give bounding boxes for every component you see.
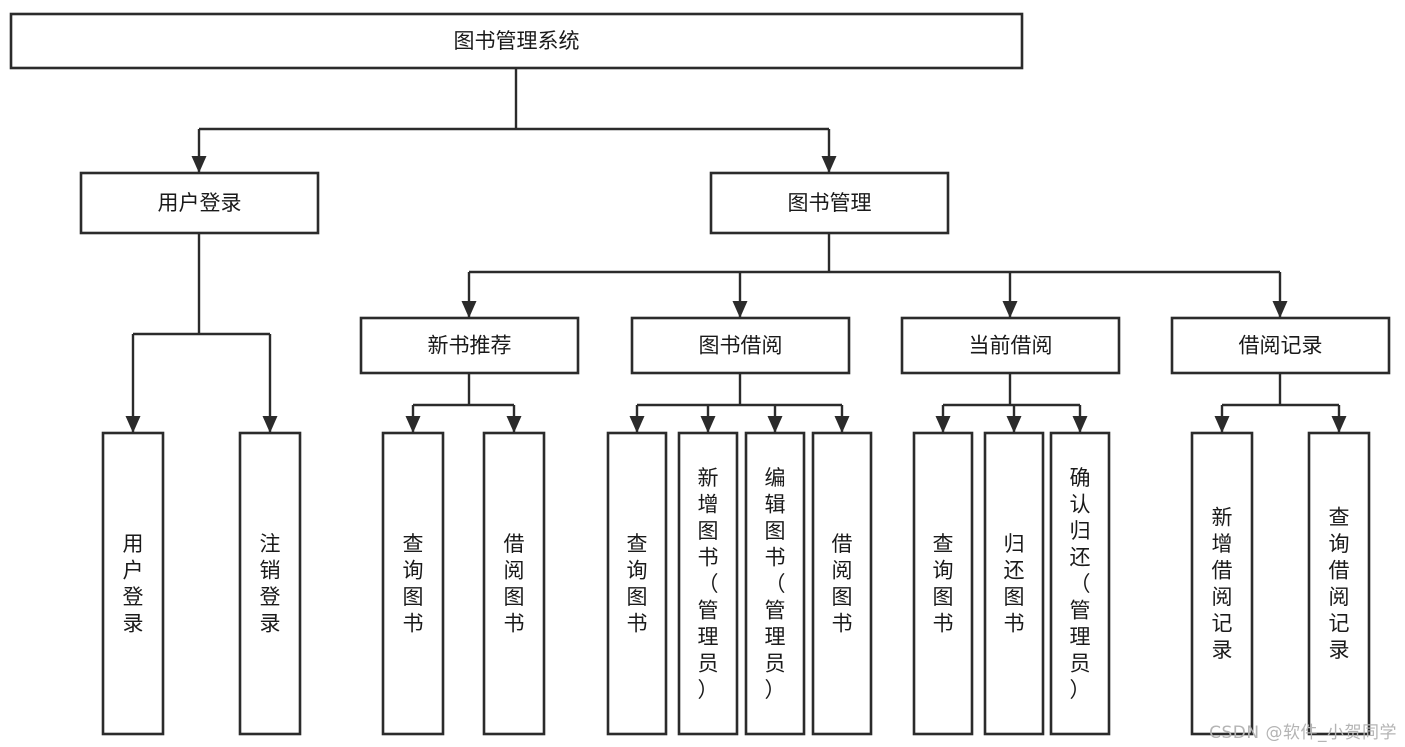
level3-label: 图书借阅 — [699, 334, 783, 358]
leaf-node[interactable]: 归还图书 — [983, 431, 1045, 736]
leaf-box[interactable] — [811, 431, 873, 736]
level2-node[interactable]: 图书管理 — [709, 171, 950, 235]
arrow-head-icon — [834, 416, 850, 433]
leaf-box[interactable] — [912, 431, 974, 736]
leaf-node[interactable]: 确认归还（管理员） — [1049, 431, 1111, 736]
leaf-label: 新增图书（管理员） — [698, 466, 719, 702]
watermark-text: CSDN @软件_小贺同学 — [1209, 723, 1397, 743]
arrow-head-icon — [405, 416, 421, 433]
level3-label: 新书推荐 — [428, 334, 512, 358]
connector-group — [191, 68, 837, 173]
arrow-head-icon — [700, 416, 716, 433]
arrow-head-icon — [506, 416, 522, 433]
level3-node[interactable]: 借阅记录 — [1170, 316, 1391, 375]
leaf-node[interactable]: 新增图书（管理员） — [677, 431, 739, 736]
leaf-box[interactable] — [744, 431, 806, 736]
level2-label: 用户登录 — [158, 191, 242, 215]
leaf-node[interactable]: 查询图书 — [381, 431, 445, 736]
level2-box[interactable] — [709, 171, 950, 235]
leaf-node[interactable]: 查询图书 — [606, 431, 668, 736]
connector-group — [125, 233, 278, 433]
leaf-box[interactable] — [606, 431, 668, 736]
root-box[interactable] — [9, 12, 1024, 70]
leaf-label: 查询图书 — [403, 532, 424, 636]
leaf-box[interactable] — [983, 431, 1045, 736]
connector-group — [1214, 373, 1347, 433]
level3-box[interactable] — [630, 316, 851, 375]
leaf-node[interactable]: 借阅图书 — [482, 431, 546, 736]
level3-node[interactable]: 图书借阅 — [630, 316, 851, 375]
leaf-label: 编辑图书（管理员） — [765, 466, 786, 702]
level3-node[interactable]: 当前借阅 — [900, 316, 1121, 375]
arrow-head-icon — [461, 301, 477, 318]
leaf-box[interactable] — [1049, 431, 1111, 736]
leaf-node[interactable]: 用户登录 — [101, 431, 165, 736]
level3-node[interactable]: 新书推荐 — [359, 316, 580, 375]
node-layer: 图书管理系统用户登录图书管理新书推荐图书借阅当前借阅借阅记录用户登录注销登录查询… — [9, 12, 1391, 736]
level2-box[interactable] — [79, 171, 320, 235]
arrow-head-icon — [1214, 416, 1230, 433]
connector-group — [405, 373, 522, 433]
leaf-node[interactable]: 借阅图书 — [811, 431, 873, 736]
leaf-label: 查询图书 — [627, 532, 648, 636]
arrow-head-icon — [935, 416, 951, 433]
leaf-label: 查询图书 — [933, 532, 954, 636]
level3-label: 借阅记录 — [1239, 334, 1323, 358]
arrow-head-icon — [1072, 416, 1088, 433]
leaf-node[interactable]: 查询图书 — [912, 431, 974, 736]
leaf-node[interactable]: 编辑图书（管理员） — [744, 431, 806, 736]
level3-box[interactable] — [1170, 316, 1391, 375]
arrow-head-icon — [191, 156, 207, 173]
connector-layer — [125, 68, 1347, 433]
connector-group — [935, 373, 1088, 433]
leaf-node[interactable]: 查询借阅记录 — [1307, 431, 1371, 736]
leaf-label: 用户登录 — [123, 532, 144, 636]
leaf-label: 确认归还（管理员） — [1070, 466, 1091, 702]
arrow-head-icon — [262, 416, 278, 433]
leaf-label: 注销登录 — [260, 532, 281, 636]
leaf-label: 查询借阅记录 — [1329, 506, 1350, 663]
arrow-head-icon — [629, 416, 645, 433]
root-node[interactable]: 图书管理系统 — [9, 12, 1024, 70]
level2-node[interactable]: 用户登录 — [79, 171, 320, 235]
leaf-label: 归还图书 — [1004, 532, 1025, 636]
arrow-head-icon — [767, 416, 783, 433]
connector-group — [629, 373, 850, 433]
connector-group — [461, 233, 1288, 318]
leaf-node[interactable]: 注销登录 — [238, 431, 302, 736]
arrow-head-icon — [732, 301, 748, 318]
leaf-box[interactable] — [238, 431, 302, 736]
leaf-label: 借阅图书 — [832, 532, 853, 636]
arrow-head-icon — [1331, 416, 1347, 433]
level3-label: 当前借阅 — [969, 334, 1053, 358]
arrow-head-icon — [125, 416, 141, 433]
leaf-box[interactable] — [677, 431, 739, 736]
level3-box[interactable] — [359, 316, 580, 375]
leaf-label: 借阅图书 — [504, 532, 525, 636]
leaf-box[interactable] — [1190, 431, 1254, 736]
level3-box[interactable] — [900, 316, 1121, 375]
root-label: 图书管理系统 — [454, 29, 580, 53]
arrow-head-icon — [1006, 416, 1022, 433]
arrow-head-icon — [821, 156, 837, 173]
leaf-box[interactable] — [482, 431, 546, 736]
leaf-label: 新增借阅记录 — [1212, 506, 1233, 663]
leaf-box[interactable] — [1307, 431, 1371, 736]
leaf-box[interactable] — [381, 431, 445, 736]
arrow-head-icon — [1272, 301, 1288, 318]
level2-label: 图书管理 — [788, 191, 872, 215]
leaf-node[interactable]: 新增借阅记录 — [1190, 431, 1254, 736]
leaf-box[interactable] — [101, 431, 165, 736]
arrow-head-icon — [1002, 301, 1018, 318]
